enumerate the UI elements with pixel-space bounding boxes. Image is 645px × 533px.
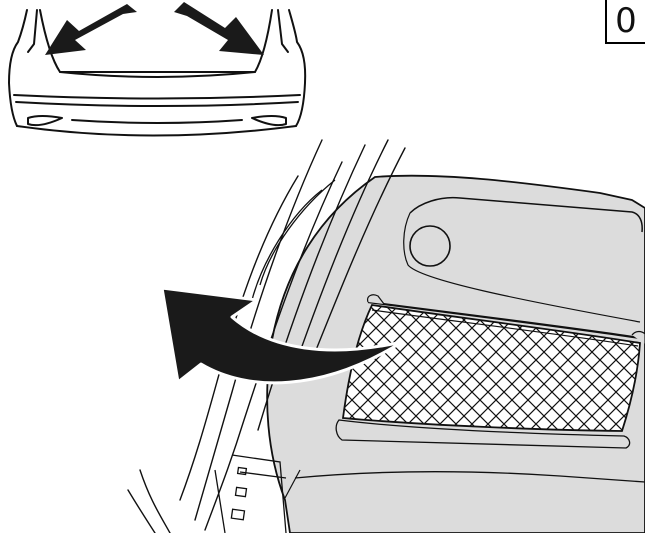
page-marker: 0 [605,0,645,44]
arrow-left-icon [45,4,137,55]
car-rear-icon [9,10,305,136]
arrow-right-icon [174,2,264,55]
